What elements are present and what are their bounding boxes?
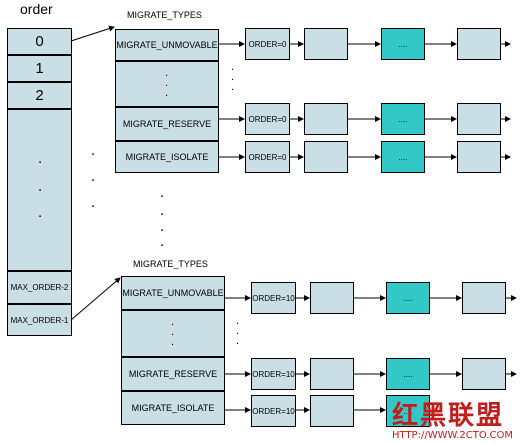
top-row-isolate: MIGRATE_ISOLATE [115, 141, 219, 173]
order-cell-max-2: MAX_ORDER-2 [7, 271, 72, 304]
bottom-vdot-3: . [171, 336, 175, 348]
between-dot-2: . [91, 168, 96, 185]
bottom-page-block-1 [310, 282, 354, 314]
top-page-block-2: .... [381, 28, 425, 60]
bottom-migrate-types-heading: MIGRATE_TYPES [133, 259, 208, 269]
top-row-reserve: MIGRATE_RESERVE [115, 107, 219, 141]
bottom-row-unmovable: MIGRATE_UNMOVABLE [121, 276, 225, 310]
top-row-gap: . . . [115, 61, 219, 107]
between-dot-5: . [160, 202, 165, 219]
bottom-order-tag-unmovable: ORDER=10 [251, 282, 296, 314]
bottom-vdot-1: . [171, 316, 175, 328]
watermark-logo-text: 红黑联盟 [392, 401, 505, 431]
bottom-side-dot-3: . [236, 335, 240, 347]
bottom-page-block-3 [462, 282, 506, 314]
order-cell-2: 2 [7, 82, 72, 109]
top-vdot-3: . [165, 87, 169, 99]
between-dot-4: . [160, 184, 165, 201]
top-migrate-types-heading: MIGRATE_TYPES [127, 10, 202, 20]
between-dot-1: . [91, 142, 96, 159]
top-page-block-6 [457, 103, 501, 135]
top-page-block-3 [457, 28, 501, 60]
order-heading: order [20, 1, 53, 17]
order-ellipsis-1: . [38, 150, 43, 167]
bottom-side-dot-1: . [236, 315, 240, 327]
order-ellipsis-2: . [38, 178, 43, 195]
top-page-block-4 [304, 103, 348, 135]
top-order-tag-unmovable: ORDER=0 [245, 28, 290, 60]
between-dot-3: . [91, 194, 96, 211]
top-page-block-1 [304, 28, 348, 60]
bottom-page-block-7 [310, 395, 354, 427]
top-order-tag-isolate: ORDER=0 [245, 141, 290, 173]
top-page-block-9 [457, 141, 501, 173]
top-vdot-2: . [165, 77, 169, 89]
bottom-page-block-4 [310, 358, 354, 390]
arrow-order0-to-types [70, 25, 115, 42]
bottom-vdot-2: . [171, 326, 175, 338]
top-page-block-5: .... [381, 103, 425, 135]
between-dot-6: . [160, 218, 165, 235]
top-row-unmovable: MIGRATE_UNMOVABLE [115, 29, 219, 61]
order-cell-1: 1 [7, 55, 72, 82]
top-side-dot-1: . [231, 61, 235, 73]
bottom-order-tag-isolate: ORDER=10 [251, 395, 296, 427]
bottom-row-gap: . . . [121, 310, 225, 357]
order-cell-max-1: MAX_ORDER-1 [7, 304, 72, 336]
bottom-page-block-5: .... [386, 358, 430, 390]
top-page-block-7 [304, 141, 348, 173]
top-side-dot-3: . [231, 81, 235, 93]
top-side-dot-2: . [231, 71, 235, 83]
bottom-page-block-8: .... [386, 395, 430, 427]
between-dot-7: . [160, 233, 165, 250]
top-vdot-1: . [165, 67, 169, 79]
bottom-page-block-2: .... [386, 282, 430, 314]
bottom-side-dot-2: . [236, 325, 240, 337]
top-page-block-8: .... [381, 141, 425, 173]
bottom-order-tag-reserve: ORDER=10 [251, 358, 296, 390]
bottom-page-block-6 [462, 358, 506, 390]
order-cell-middle: . . . [7, 109, 72, 271]
order-cell-0: 0 [7, 28, 72, 55]
top-order-tag-reserve: ORDER=0 [245, 103, 290, 135]
order-ellipsis-3: . [38, 204, 43, 221]
arrow-maxorder-to-types [70, 277, 121, 321]
bottom-row-isolate: MIGRATE_ISOLATE [121, 391, 225, 425]
watermark-url: HTTP://WWW.2CTO.COM [392, 430, 513, 441]
bottom-row-reserve: MIGRATE_RESERVE [121, 357, 225, 391]
